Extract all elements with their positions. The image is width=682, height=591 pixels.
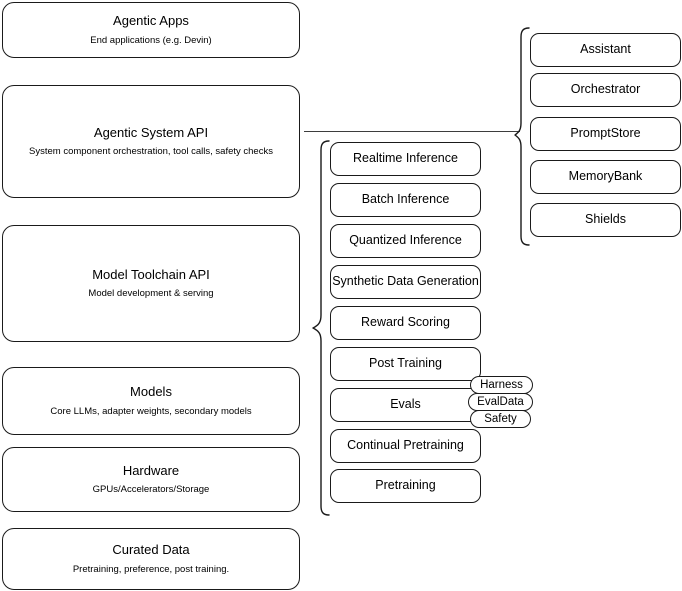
component-label: Orchestrator [570,82,641,97]
brace-agentic-system [514,27,530,246]
evals-subcomponent-evaldata[interactable]: EvalData [468,393,533,411]
layer-title: Agentic Apps [113,13,189,29]
capability-box-pretraining[interactable]: Pretraining [330,469,481,503]
pill-label: Harness [480,379,523,391]
component-label: Assistant [580,42,631,57]
layer-subtitle: Pretraining, preference, post training. [72,563,230,575]
capability-box-batch-inference[interactable]: Batch Inference [330,183,481,217]
capability-box-post-training[interactable]: Post Training [330,347,481,381]
capability-label: Continual Pretraining [347,438,464,453]
layer-subtitle: Core LLMs, adapter weights, secondary mo… [50,405,252,417]
layer-box-hardware[interactable]: Hardware GPUs/Accelerators/Storage [2,447,300,512]
component-label: Shields [585,212,626,227]
capability-box-evals[interactable]: Evals [330,388,481,422]
capability-label: Synthetic Data Generation [332,274,479,289]
layer-subtitle: System component orchestration, tool cal… [29,146,273,158]
capability-label: Reward Scoring [361,315,450,330]
capability-label: Evals [390,397,421,412]
pill-label: EvalData [477,396,524,408]
capability-box-realtime-inference[interactable]: Realtime Inference [330,142,481,176]
capability-label: Post Training [369,356,442,371]
capability-box-continual-pretraining[interactable]: Continual Pretraining [330,429,481,463]
layer-box-curated-data[interactable]: Curated Data Pretraining, preference, po… [2,528,300,590]
layer-title: Curated Data [112,542,190,558]
pill-label: Safety [484,413,517,425]
capability-box-reward-scoring[interactable]: Reward Scoring [330,306,481,340]
layer-title: Hardware [122,462,180,478]
layer-box-agentic-apps[interactable]: Agentic Apps End applications (e.g. Devi… [2,2,300,58]
agentic-component-box-promptstore[interactable]: PromptStore [530,117,681,151]
capability-label: Batch Inference [361,192,450,207]
connector-api-to-agentic-components [304,131,520,133]
capability-label: Realtime Inference [353,151,458,166]
agentic-component-box-orchestrator[interactable]: Orchestrator [530,73,681,107]
agentic-component-box-memorybank[interactable]: MemoryBank [530,160,681,194]
layer-box-agentic-system-api[interactable]: Agentic System API System component orch… [2,85,300,198]
capability-label: Pretraining [375,478,436,493]
capability-box-synthetic-data-generation[interactable]: Synthetic Data Generation [330,265,481,299]
layer-subtitle: End applications (e.g. Devin) [90,34,212,46]
component-label: PromptStore [570,126,641,141]
capability-box-quantized-inference[interactable]: Quantized Inference [330,224,481,258]
layer-subtitle: GPUs/Accelerators/Storage [92,484,210,496]
component-label: MemoryBank [568,169,643,184]
layer-title: Model Toolchain API [92,266,210,282]
layer-title: Models [130,384,172,400]
layer-box-model-toolchain-api[interactable]: Model Toolchain API Model development & … [2,225,300,342]
evals-subcomponent-safety[interactable]: Safety [470,410,531,428]
evals-subcomponent-harness[interactable]: Harness [470,376,533,394]
capability-label: Quantized Inference [349,233,462,248]
brace-model-toolchain [312,140,330,516]
agentic-component-box-assistant[interactable]: Assistant [530,33,681,67]
layer-title: Agentic System API [93,124,209,140]
layer-subtitle: Model development & serving [88,288,214,300]
layer-box-models[interactable]: Models Core LLMs, adapter weights, secon… [2,367,300,435]
agentic-component-box-shields[interactable]: Shields [530,203,681,237]
